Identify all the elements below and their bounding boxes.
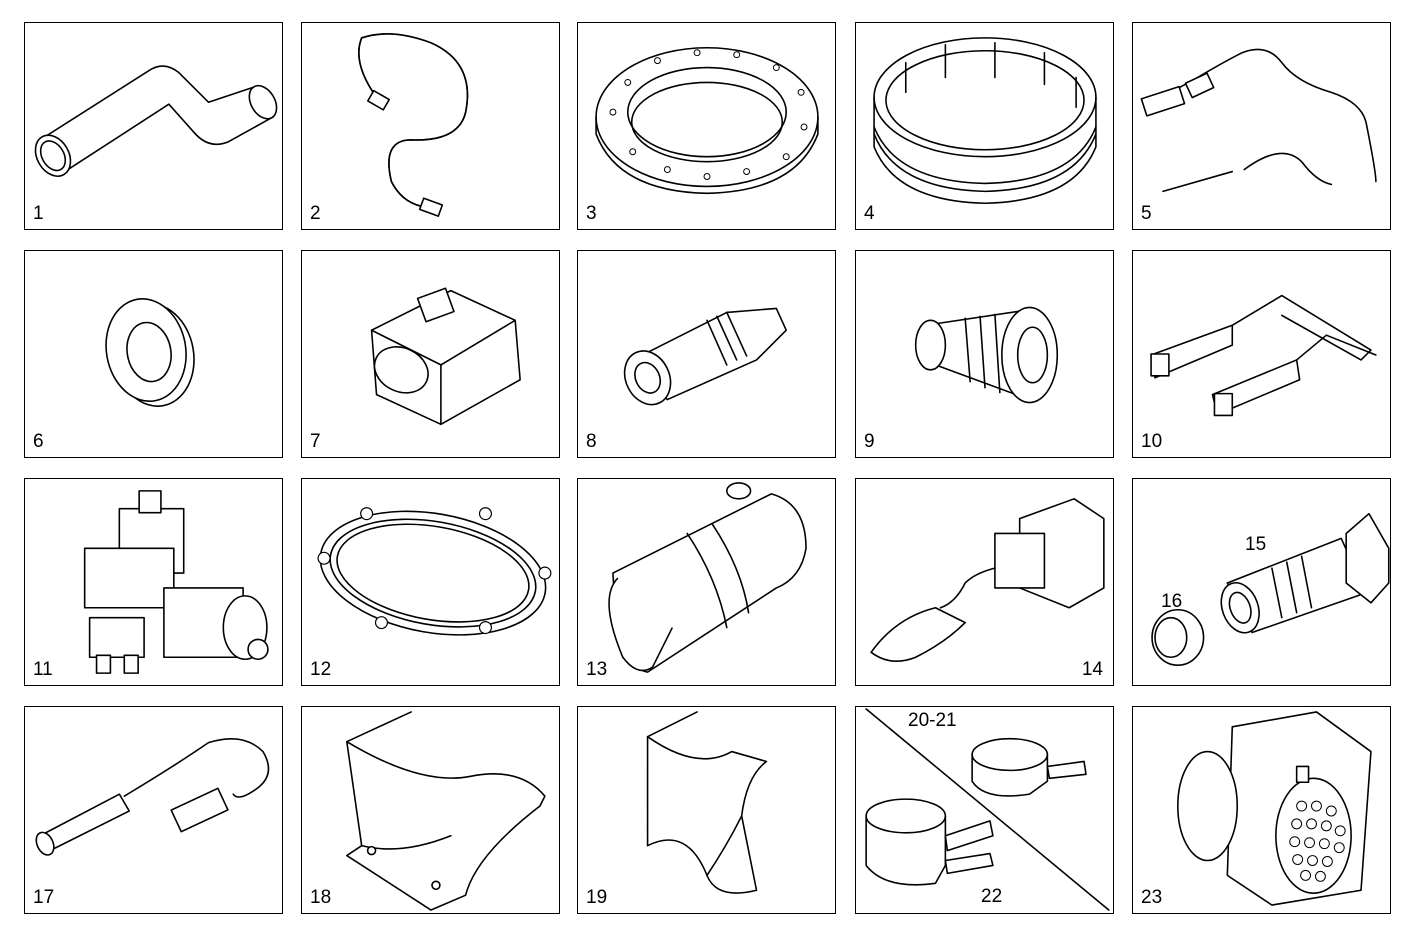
part-number-label: 11 (33, 659, 53, 680)
part-number-label-16: 16 (1161, 591, 1183, 612)
part-number-label: 5 (1141, 203, 1152, 224)
part-cell-2[interactable]: 2 (301, 22, 560, 230)
part-cell-1[interactable]: 1 (24, 22, 283, 230)
plug-connector-illustration (623, 307, 788, 406)
part-cell-5[interactable]: 5 (1132, 22, 1391, 230)
part-cell-3[interactable]: 3 (577, 22, 836, 230)
part-number-label: 9 (864, 431, 875, 452)
part-number-label: 2 (310, 203, 321, 224)
part-number-label-22: 22 (981, 886, 1003, 907)
part-number-label: 23 (1141, 887, 1163, 908)
connector-housing-illustration (370, 287, 521, 426)
hose-pipe-illustration (34, 65, 278, 177)
part-cell-18[interactable]: 18 (301, 706, 560, 914)
part-number-label: 1 (33, 203, 44, 224)
part-cell-7[interactable]: 7 (301, 250, 560, 458)
part-number-label: 4 (864, 203, 875, 224)
cylinder-housing-illustration (608, 482, 807, 673)
part-number-label: 6 (33, 431, 44, 452)
part-number-label: 13 (586, 659, 608, 680)
part-number-label: 14 (1081, 659, 1103, 680)
valve-assembly-illustration (83, 490, 269, 674)
part-cell-14[interactable]: 14 (855, 478, 1114, 686)
part-cell-11[interactable]: 11 (24, 478, 283, 686)
part-number-label: 8 (586, 431, 597, 452)
seal-ring-illustration (105, 298, 195, 407)
part-cell-19[interactable]: 19 (577, 706, 836, 914)
part-cell-23[interactable]: 23 (1132, 706, 1391, 914)
part-number-label: 10 (1141, 431, 1163, 452)
hex-fitting-illustration (1151, 512, 1390, 666)
accelerator-pedal-illustration (870, 498, 1105, 663)
part-number-label: 3 (586, 203, 597, 224)
part-number-label: 19 (586, 887, 608, 908)
flange-ring-illustration (595, 46, 819, 195)
part-number-label: 18 (310, 887, 332, 908)
part-cell-4[interactable]: 4 (855, 22, 1114, 230)
terminal-contacts-illustration (1150, 294, 1377, 417)
grommet-illustration (914, 306, 1059, 404)
part-cell-6[interactable]: 6 (24, 250, 283, 458)
double-saddle-bracket-illustration (646, 711, 768, 894)
socket-connector-illustration (1177, 711, 1372, 906)
part-cell-8[interactable]: 8 (577, 250, 836, 458)
part-cell-12[interactable]: 12 (301, 478, 560, 686)
part-cell-17[interactable]: 17 (24, 706, 283, 914)
part-cell-15-16[interactable]: 15 16 (1132, 478, 1391, 686)
part-cell-13[interactable]: 13 (577, 478, 836, 686)
clamp-set-illustration (865, 708, 1110, 911)
part-cell-9[interactable]: 9 (855, 250, 1114, 458)
lambda-sensor-illustration (35, 738, 270, 856)
part-number-label-20-21: 20-21 (908, 710, 957, 731)
gasket-illustration (317, 507, 552, 636)
part-number-label-15: 15 (1245, 534, 1267, 555)
part-number-label: 17 (33, 887, 55, 908)
part-cell-20-22[interactable]: 20-21 22 (855, 706, 1114, 914)
saddle-bracket-illustration (346, 711, 546, 911)
part-number-label: 7 (310, 431, 321, 452)
sensor-cable-illustration (1140, 48, 1377, 193)
part-number-label: 12 (310, 659, 332, 680)
mounting-ring-illustration (873, 37, 1097, 205)
part-cell-10[interactable]: 10 (1132, 250, 1391, 458)
brake-line-illustration (358, 33, 469, 217)
